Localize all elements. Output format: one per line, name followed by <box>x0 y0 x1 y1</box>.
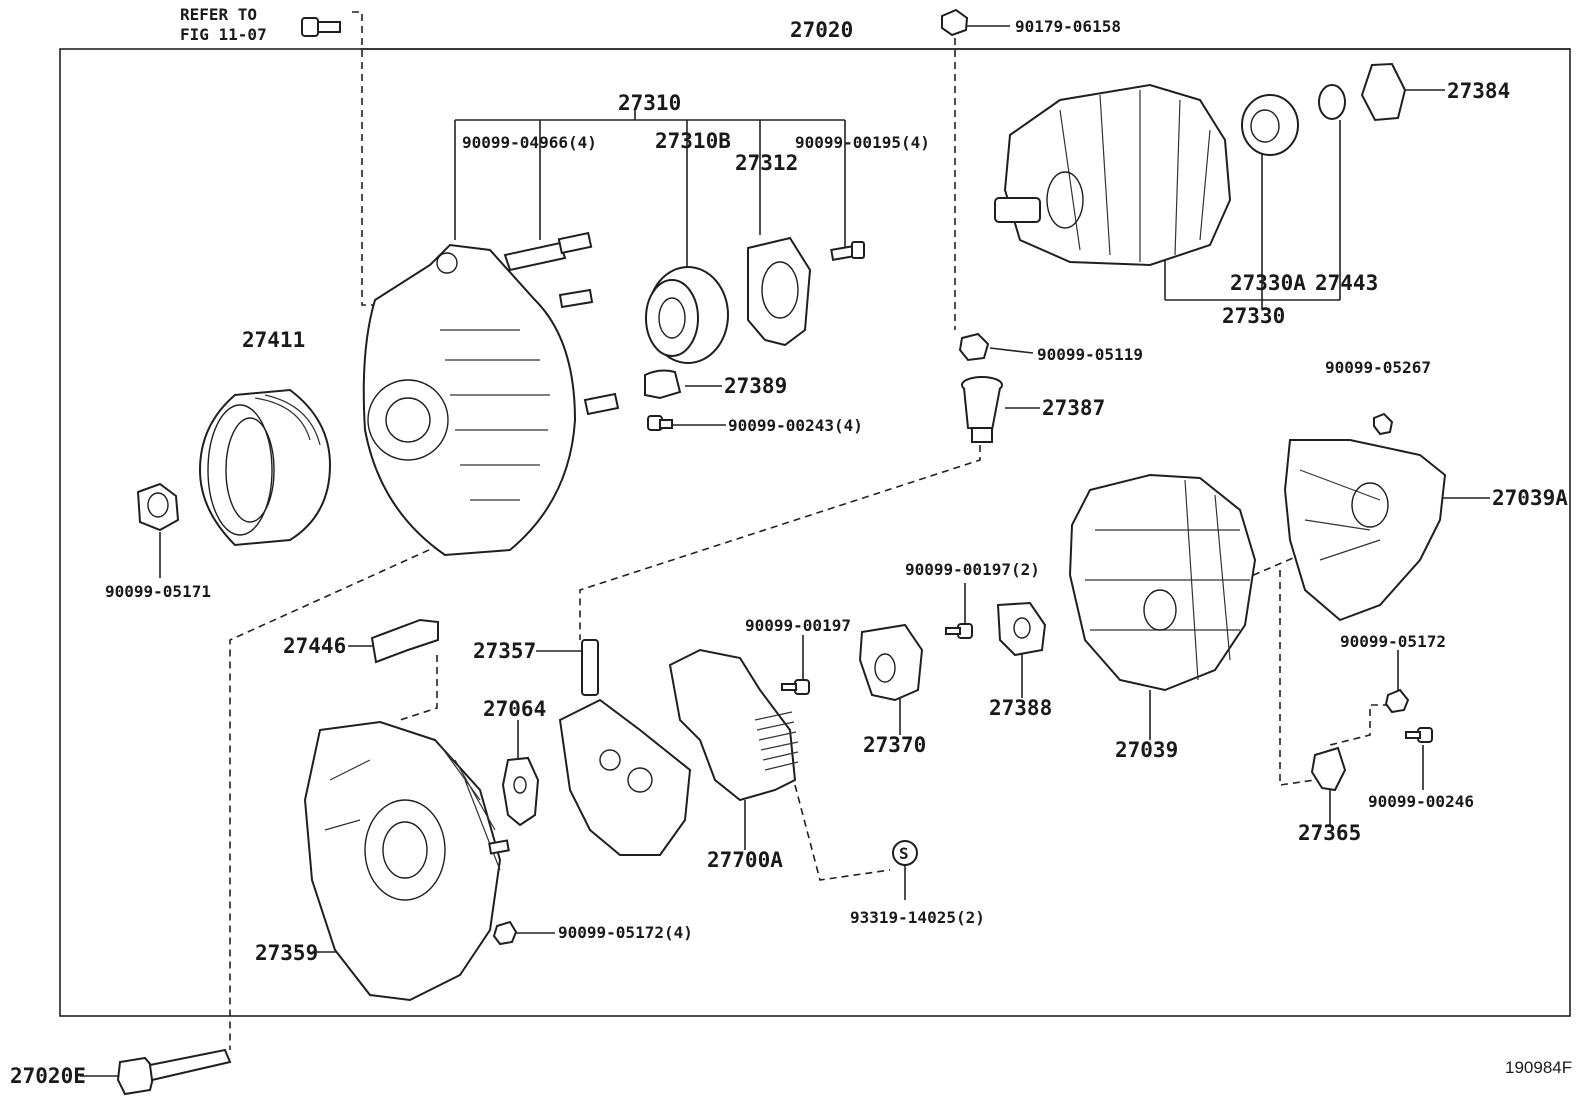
bracket-27446-icon <box>370 618 439 664</box>
label-27064: 27064 <box>483 697 546 721</box>
bolt-27020E-icon <box>116 1048 232 1096</box>
label-27312: 27312 <box>735 151 798 175</box>
bearing-27330A-icon <box>1241 94 1299 156</box>
label-27020: 27020 <box>790 18 853 42</box>
label-27387: 27387 <box>1042 396 1105 420</box>
callout-labels: REFER TO FIG 11-07 27020 90179-06158 273… <box>10 5 1572 1088</box>
label-27388: 27388 <box>989 696 1052 720</box>
drive-end-frame-icon <box>362 243 577 557</box>
rear-end-frame-27039-icon <box>1068 473 1257 692</box>
screw-90099-00243-icon <box>647 415 673 431</box>
sym-s-label: S <box>899 844 909 863</box>
terminal-stud-icon-2 <box>583 392 620 416</box>
label-27389: 27389 <box>724 374 787 398</box>
nut-90099-05119-icon <box>958 332 990 362</box>
rectifier-end-frame-27359-icon <box>303 720 510 1002</box>
nut-90099-05172-icon <box>1384 688 1410 714</box>
label-27384: 27384 <box>1447 79 1510 103</box>
nut-90179-06158-icon <box>941 8 969 37</box>
bush-27387-icon <box>961 376 1003 443</box>
label-27357: 27357 <box>473 639 536 663</box>
label-27700A: 27700A <box>707 848 783 872</box>
brush-holder-27357-icon <box>558 639 692 856</box>
terminal-cover-27389-icon <box>644 369 682 400</box>
rotor-27330-icon <box>994 83 1232 267</box>
label-27359: 27359 <box>255 941 318 965</box>
bearing-27310B-icon <box>645 266 729 364</box>
label-27039A: 27039A <box>1492 486 1568 510</box>
label-90099-05172: 90099-05172 <box>1340 632 1446 651</box>
screw-90099-00195-icon <box>830 241 865 261</box>
label-90099-00197: 90099-00197 <box>745 616 851 635</box>
label-90099-05171: 90099-05171 <box>105 582 211 601</box>
cover-27384-icon <box>1360 62 1407 122</box>
screw-90099-00197-2-icon <box>945 623 973 639</box>
holder-27370-icon <box>858 623 924 702</box>
label-90099-00195: 90099-00195(4) <box>795 133 930 152</box>
label-90099-05267: 90099-05267 <box>1325 358 1431 377</box>
refer-note-line1: REFER TO <box>180 5 257 24</box>
cover-27388-icon <box>996 601 1047 657</box>
retainer-plate-icon <box>747 236 812 347</box>
figure-id: 190984F <box>1505 1058 1572 1077</box>
nut-90099-05171-icon <box>136 482 180 532</box>
bolt-refer-icon <box>301 17 341 37</box>
label-27039: 27039 <box>1115 738 1178 762</box>
label-27330A: 27330A <box>1230 271 1306 295</box>
label-27020E: 27020E <box>10 1064 86 1088</box>
label-27446: 27446 <box>283 634 346 658</box>
refer-note-line2: FIG 11-07 <box>180 25 267 44</box>
rear-cover-27039A-icon <box>1283 439 1447 622</box>
label-27310: 27310 <box>618 91 681 115</box>
label-90179-06158: 90179-06158 <box>1015 17 1121 36</box>
stud-bolt-icon <box>503 231 593 272</box>
label-27370: 27370 <box>863 733 926 757</box>
nut-90099-05172-4-icon <box>492 920 518 946</box>
label-90099-00246: 90099-00246 <box>1368 792 1474 811</box>
pulley-27411-icon <box>198 388 332 547</box>
insulator-27064-icon <box>501 756 540 827</box>
screw-90099-00246-icon <box>1405 727 1433 743</box>
insulator-27365-icon <box>1310 746 1347 792</box>
nut-90099-05267-icon <box>1373 412 1394 436</box>
regulator-27700A-icon <box>668 648 799 802</box>
label-90099-04966: 90099-04966(4) <box>462 133 597 152</box>
label-27411: 27411 <box>242 328 305 352</box>
label-27365: 27365 <box>1298 821 1361 845</box>
screw-90099-00197-icon <box>781 679 810 695</box>
label-27310B: 27310B <box>655 129 731 153</box>
terminal-stud-icon <box>558 288 594 309</box>
label-90099-05119: 90099-05119 <box>1037 345 1143 364</box>
ring-27443-icon <box>1318 84 1346 120</box>
label-90099-05172-4: 90099-05172(4) <box>558 923 693 942</box>
screw-93319-14025-icon: S <box>892 840 918 866</box>
label-27443: 27443 <box>1315 271 1378 295</box>
label-93319-14025: 93319-14025(2) <box>850 908 985 927</box>
label-27330: 27330 <box>1222 304 1285 328</box>
label-90099-00243: 90099-00243(4) <box>728 416 863 435</box>
label-90099-00197-2: 90099-00197(2) <box>905 560 1040 579</box>
leader-lines <box>80 25 1570 1077</box>
